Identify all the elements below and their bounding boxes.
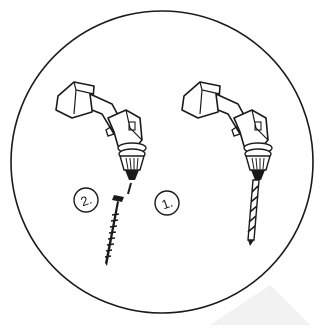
watermark-shape: [210, 285, 310, 325]
drill-bit-icon: [248, 180, 259, 246]
drill-icon: [182, 82, 272, 180]
screw-icon: [105, 183, 131, 266]
step-2-label: 2.: [74, 188, 98, 212]
drill-icon: [56, 82, 146, 180]
step-1-label: 1.: [155, 191, 179, 215]
